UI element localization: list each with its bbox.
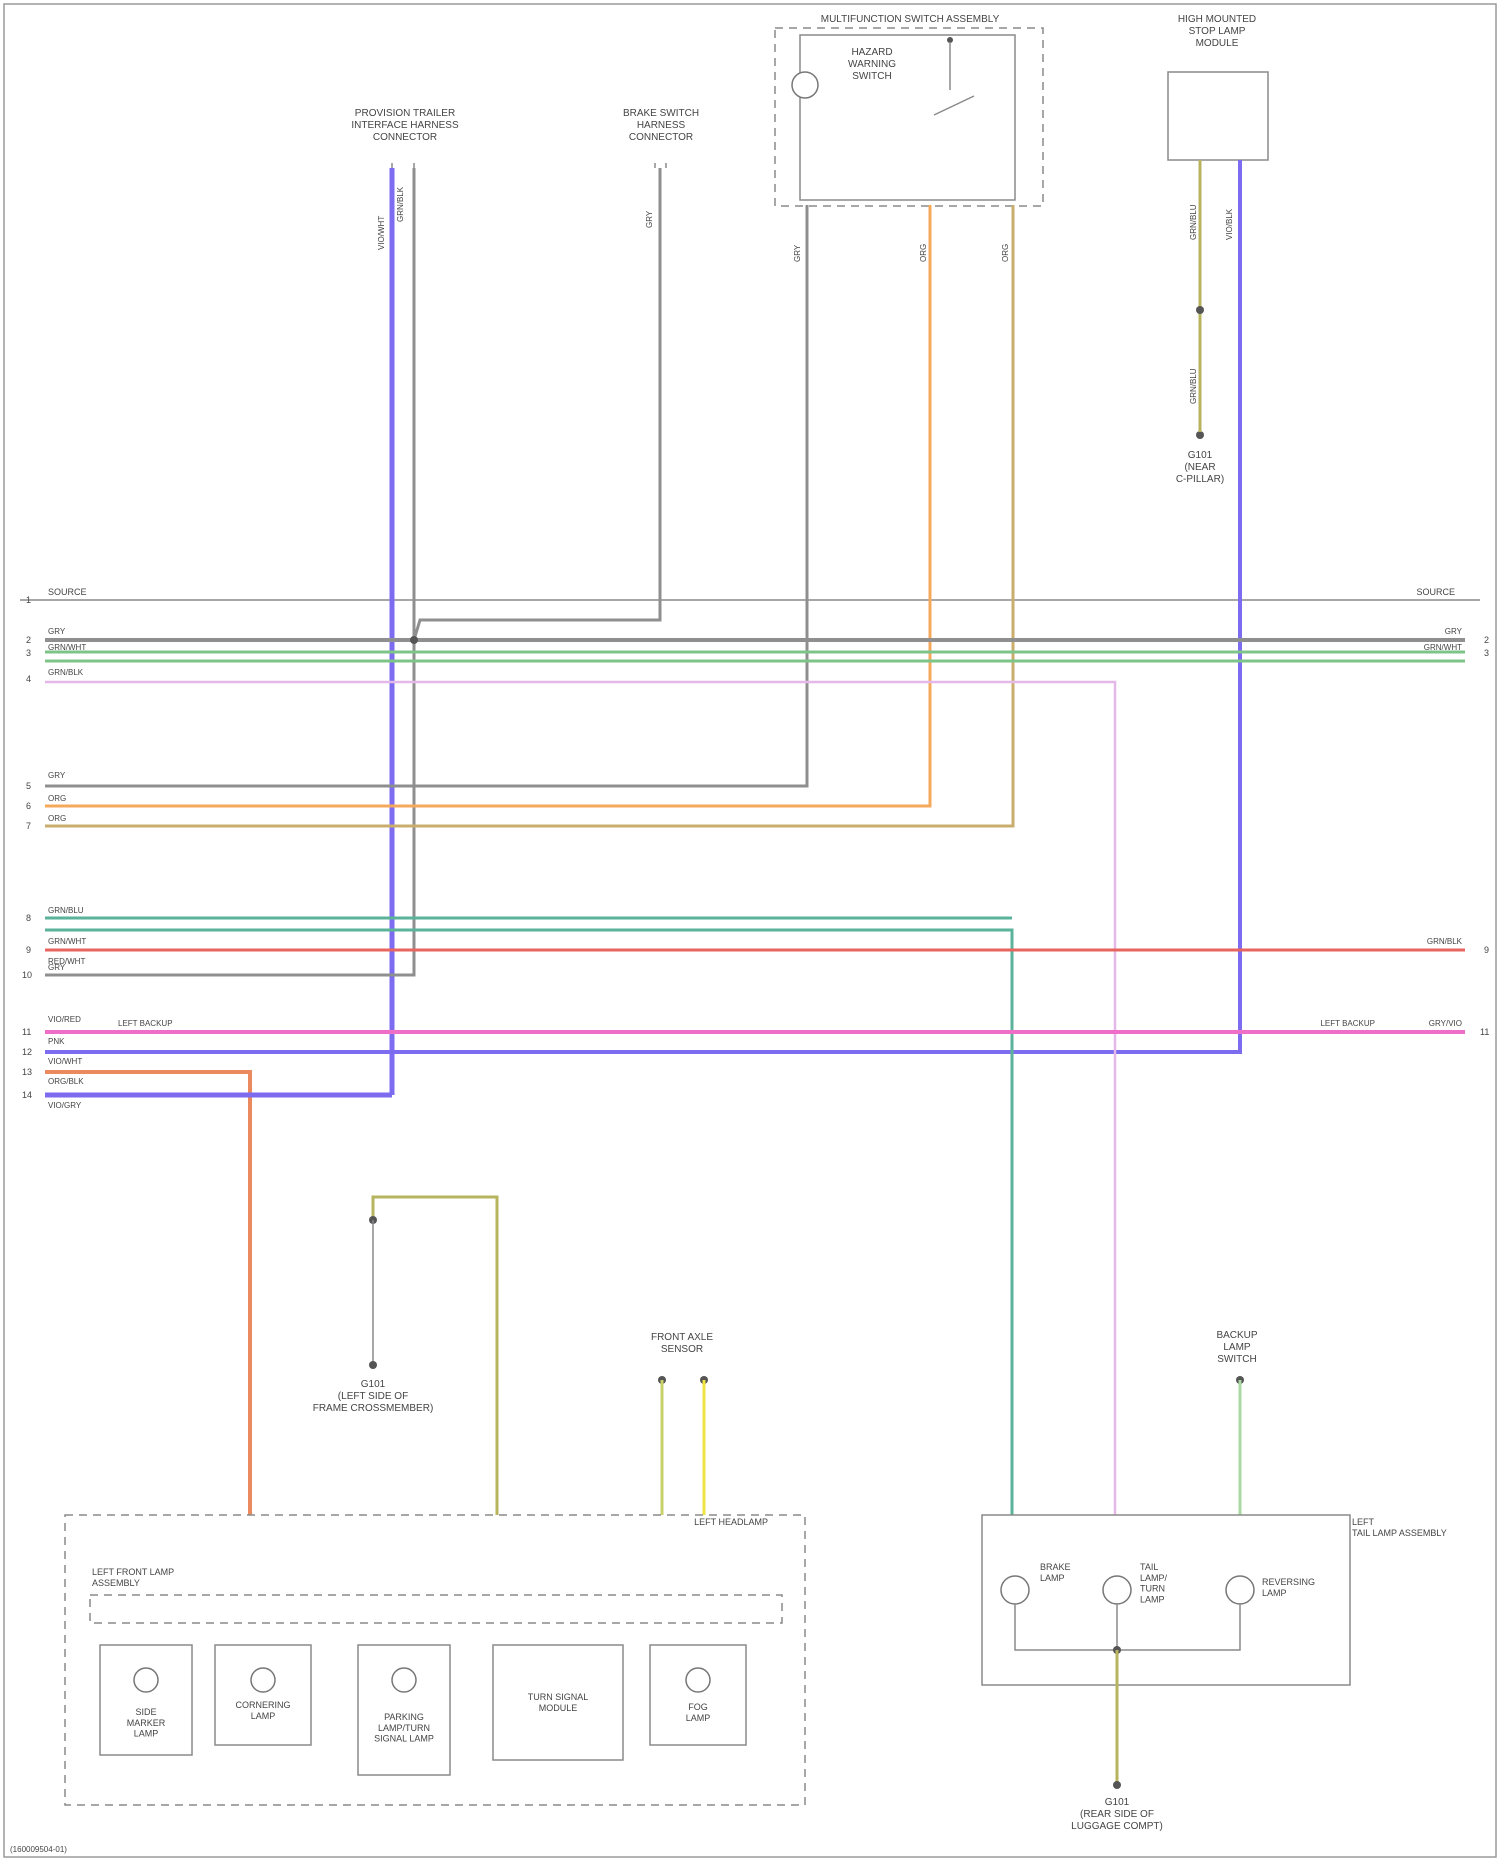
left-label-orange-2: ORG xyxy=(48,814,66,823)
pin-3: 3 xyxy=(26,648,31,658)
wire-label-trailer-1: VIO/WHT xyxy=(377,216,386,250)
wire-label-hm-3: GRN/BLU xyxy=(1189,368,1198,404)
hazard-switch-box xyxy=(800,35,1015,200)
pin-1: 1 xyxy=(26,595,31,605)
cornering-bulb-icon xyxy=(251,1668,275,1692)
right-pin-2: 2 xyxy=(1484,635,1489,645)
pin-4: 4 xyxy=(26,674,31,684)
pin-14: 14 xyxy=(22,1090,32,1100)
right-label-grnwht: GRN/WHT xyxy=(1424,643,1462,652)
wire-teal-tail xyxy=(45,930,1012,1515)
right-pin-11: 11 xyxy=(1480,1027,1489,1037)
stop-turn-bulb-icon xyxy=(1103,1576,1131,1604)
wire-label-hm-1: GRN/BLU xyxy=(1189,204,1198,240)
wire-label-brake: GRY xyxy=(645,210,654,228)
side-marker-bulb-icon xyxy=(134,1668,158,1692)
reversing-bulb-icon xyxy=(1226,1576,1254,1604)
pin-12: 12 xyxy=(22,1047,32,1057)
ground-node-left xyxy=(369,1361,377,1369)
switch-contact xyxy=(934,96,974,115)
bus-label-top-right: SOURCE xyxy=(1416,587,1455,597)
wire-label-hm-2: VIO/BLK xyxy=(1225,208,1234,240)
left-label-gray-3: GRY xyxy=(48,963,66,972)
left-label-orgblk: ORG/BLK xyxy=(48,1077,84,1086)
left-label-viored: VIO/RED xyxy=(48,1015,81,1024)
brake-bulb-icon xyxy=(1001,1576,1029,1604)
park-turn-bulb-icon xyxy=(392,1668,416,1692)
wire-label-mf-2: ORG xyxy=(919,244,928,262)
left-label-grnblu: GRN/BLU xyxy=(48,906,84,915)
splice-node-gray xyxy=(410,636,418,644)
pin-2: 2 xyxy=(26,635,31,645)
right-label-pink-backup: LEFT BACKUP xyxy=(1320,1019,1375,1028)
right-pin-9: 9 xyxy=(1484,945,1489,955)
park-turn-lamp-box xyxy=(358,1645,450,1775)
left-label-orange: ORG xyxy=(48,794,66,803)
right-label-gray: GRY xyxy=(1445,627,1463,636)
pin-10: 10 xyxy=(22,970,32,980)
fog-bulb-icon xyxy=(686,1668,710,1692)
left-label-gray: GRY xyxy=(48,627,66,636)
ground-node-upper xyxy=(1196,431,1204,439)
label-high-mount-lamp: HIGH MOUNTEDSTOP LAMPMODULE xyxy=(1178,14,1256,49)
multifunction-switch-box xyxy=(775,28,1043,206)
splice-node-olive xyxy=(1196,306,1204,314)
bus-label-top-left: SOURCE xyxy=(48,587,87,597)
left-label-viowht: VIO/WHT xyxy=(48,1057,82,1066)
footer-code: (160009504-01) xyxy=(10,1845,67,1854)
wire-gray-brake xyxy=(414,168,660,640)
right-label-red: GRN/BLK xyxy=(1427,937,1463,946)
left-label-pink-backup: LEFT BACKUP xyxy=(118,1019,173,1028)
left-label-grnwht-2: GRN/WHT xyxy=(48,937,86,946)
left-label-gray-2: GRY xyxy=(48,771,66,780)
label-front-lamp-assembly: LEFT FRONT LAMPASSEMBLY xyxy=(92,1567,174,1588)
pin-11: 11 xyxy=(22,1027,31,1037)
wire-label-trailer-2: GRN/BLK xyxy=(396,186,405,222)
right-label-pink: GRY/VIO xyxy=(1429,1019,1462,1028)
high-mount-lamp-box xyxy=(1168,72,1268,160)
label-left-headlamp: LEFT HEADLAMP xyxy=(694,1517,768,1527)
left-label-grnblk: GRN/BLK xyxy=(48,668,84,677)
left-label-grnwht: GRN/WHT xyxy=(48,643,86,652)
ground-node-rear xyxy=(1113,1781,1121,1789)
wire-label-mf-1: GRY xyxy=(793,244,802,262)
left-front-lamp-assembly xyxy=(90,1595,782,1623)
wire-tan-mf xyxy=(45,205,1013,826)
right-pin-3: 3 xyxy=(1484,648,1489,658)
wire-gray-trailer xyxy=(45,168,414,975)
left-label-viogry: VIO/GRY xyxy=(48,1101,82,1110)
hazard-indicator-icon xyxy=(792,72,818,98)
wire-gray-mf xyxy=(45,205,807,786)
pin-6: 6 xyxy=(26,801,31,811)
wire-label-mf-3: ORG xyxy=(1001,244,1010,262)
pin-8: 8 xyxy=(26,913,31,923)
pin-5: 5 xyxy=(26,781,31,791)
left-label-pnk: PNK xyxy=(48,1037,65,1046)
pin-9: 9 xyxy=(26,945,31,955)
wire-salmon-headlamp xyxy=(45,1072,250,1515)
wire-olive-ground-left xyxy=(373,1197,497,1515)
left-tail-lamp-box xyxy=(982,1515,1350,1685)
pin-7: 7 xyxy=(26,821,31,831)
cornering-lamp-box xyxy=(215,1645,311,1745)
fog-lamp-box xyxy=(650,1645,746,1745)
label-ground-upper: G101(NEARC-PILLAR) xyxy=(1176,450,1224,485)
label-multifunction-switch: MULTIFUNCTION SWITCH ASSEMBLY xyxy=(821,14,1000,25)
wire-orange-mf xyxy=(45,205,930,806)
pin-13: 13 xyxy=(22,1067,32,1077)
